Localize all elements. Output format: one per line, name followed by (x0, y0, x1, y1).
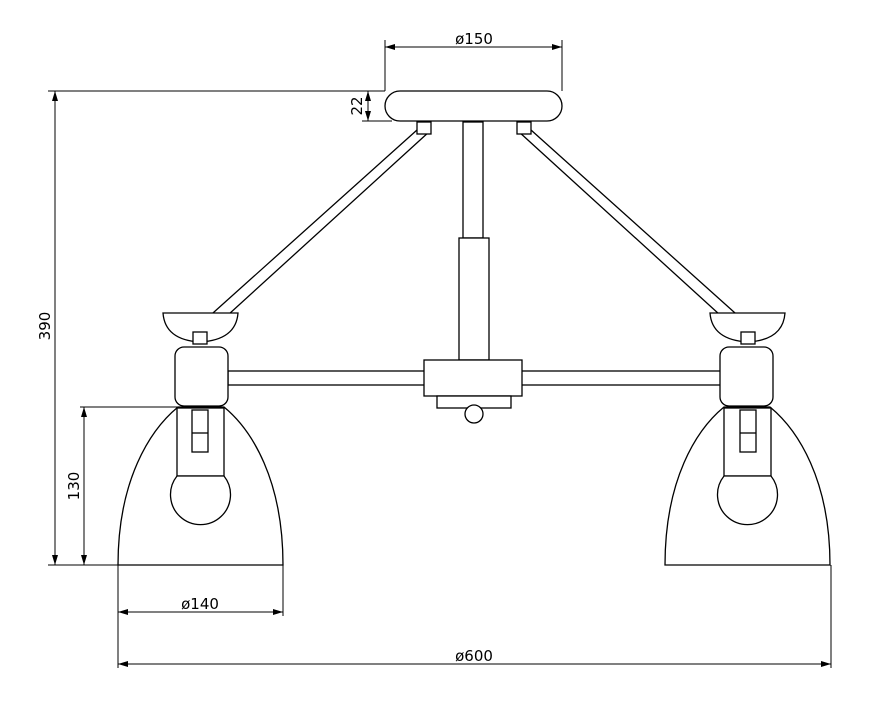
stem-lower (458, 237, 490, 361)
canopy-diameter-label: ø150 (455, 30, 493, 48)
shade-height-label: 130 (65, 472, 83, 501)
stem-upper (462, 121, 484, 239)
canopy-height-label: 22 (348, 96, 366, 115)
total-height-label: 390 (36, 312, 54, 341)
shade-diameter-label: ø140 (181, 595, 219, 613)
center-hub (423, 359, 523, 397)
canopy (384, 90, 563, 122)
total-diameter-label: ø600 (455, 647, 493, 665)
left-lamp (117, 121, 432, 566)
finial (464, 404, 484, 424)
right-lamp (516, 121, 831, 566)
